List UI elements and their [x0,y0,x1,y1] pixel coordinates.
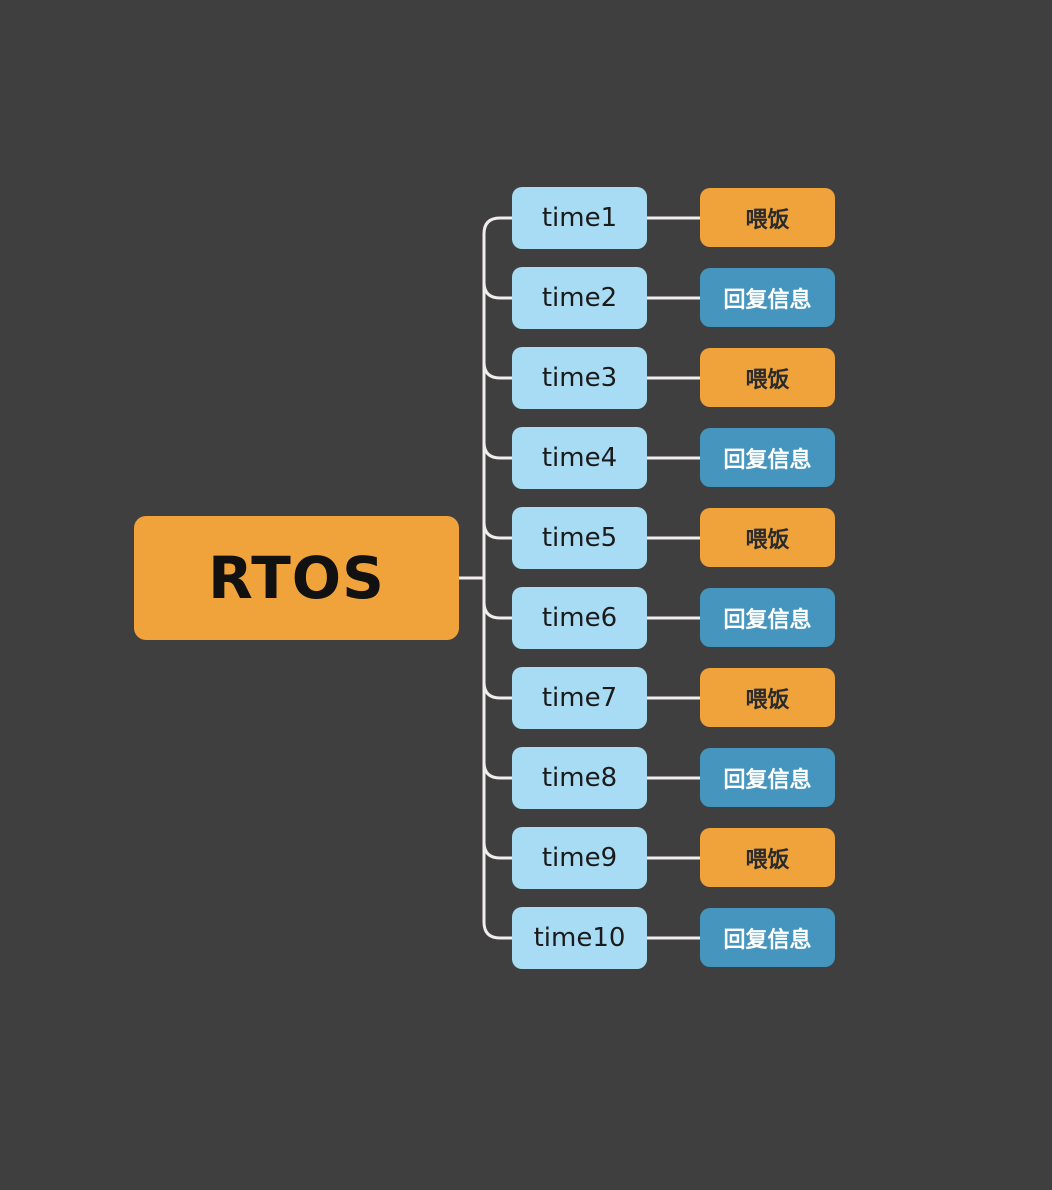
task-node-feed-7[interactable]: 喂饭 [700,668,835,727]
time-node-3[interactable]: time3 [512,347,647,409]
root-node-rtos[interactable]: RTOS [134,516,459,640]
branch-connector-line [482,440,514,460]
task-node-reply-6[interactable]: 回复信息 [700,588,835,647]
time-node-label: time3 [541,363,618,393]
branch-connector-line [482,920,514,940]
time-node-8[interactable]: time8 [512,747,647,809]
task-node-label: 喂饭 [745,847,790,873]
task-node-label: 回复信息 [723,927,812,953]
branch-connector-line [482,360,514,380]
task-node-label: 喂饭 [745,527,790,553]
task-node-feed-3[interactable]: 喂饭 [700,348,835,407]
branch-connector-line [482,216,514,236]
time-node-6[interactable]: time6 [512,587,647,649]
task-node-reply-4[interactable]: 回复信息 [700,428,835,487]
time-node-1[interactable]: time1 [512,187,647,249]
task-node-reply-8[interactable]: 回复信息 [700,748,835,807]
branch-connector-line [482,520,514,540]
task-node-label: 喂饭 [745,367,790,393]
time-node-4[interactable]: time4 [512,427,647,489]
time-node-label: time6 [541,603,618,633]
time-node-label: time9 [541,843,618,873]
time-node-label: time2 [541,283,618,313]
task-node-label: 回复信息 [723,447,812,473]
branch-connector-line [482,280,514,300]
task-node-label: 回复信息 [723,767,812,793]
time-node-2[interactable]: time2 [512,267,647,329]
time-node-label: time7 [541,683,618,713]
time-node-label: time1 [541,203,618,233]
task-node-reply-2[interactable]: 回复信息 [700,268,835,327]
task-node-feed-5[interactable]: 喂饭 [700,508,835,567]
branch-connector-line [482,760,514,780]
branch-connector-line [482,840,514,860]
task-node-feed-9[interactable]: 喂饭 [700,828,835,887]
task-node-label: 回复信息 [723,287,812,313]
time-node-label: time8 [541,763,618,793]
time-node-label: time10 [533,923,626,953]
root-node-label: RTOS [208,544,385,612]
time-node-7[interactable]: time7 [512,667,647,729]
task-node-feed-1[interactable]: 喂饭 [700,188,835,247]
time-node-9[interactable]: time9 [512,827,647,889]
task-node-label: 喂饭 [745,207,790,233]
time-node-10[interactable]: time10 [512,907,647,969]
task-node-reply-10[interactable]: 回复信息 [700,908,835,967]
time-node-label: time5 [541,523,618,553]
branch-connector-line [482,600,514,620]
task-node-label: 回复信息 [723,607,812,633]
time-node-label: time4 [541,443,618,473]
task-node-label: 喂饭 [745,687,790,713]
branch-connector-line [482,680,514,700]
time-node-5[interactable]: time5 [512,507,647,569]
